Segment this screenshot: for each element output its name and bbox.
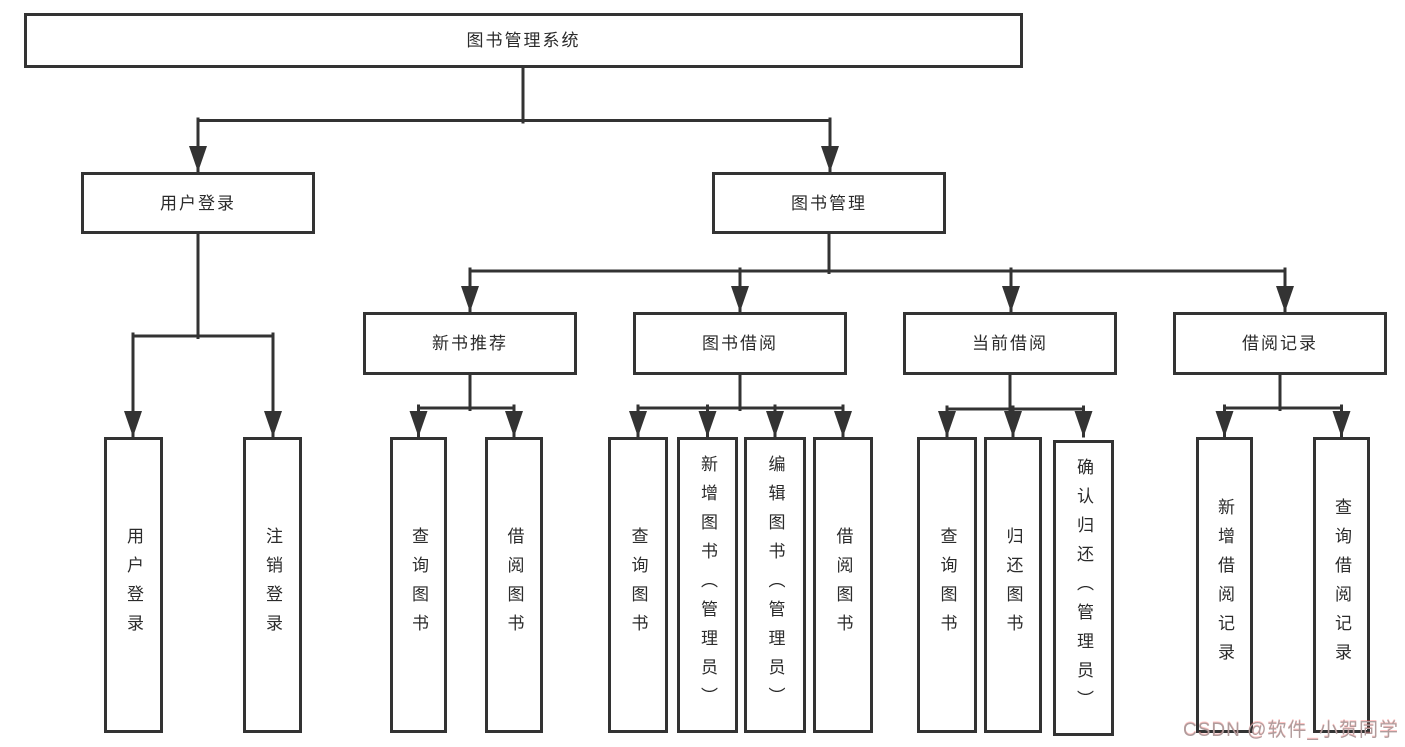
- leaf-label: 确认归还（管理员）: [1074, 457, 1093, 719]
- leaf-borrow-books-recommend: 借阅图书: [485, 437, 543, 733]
- leaf-query-books-current: 查询图书: [917, 437, 977, 733]
- leaf-borrow-books-borrowing: 借阅图书: [813, 437, 873, 733]
- node-book-management-system: 图书管理系统: [24, 13, 1023, 68]
- node-label: 用户登录: [160, 193, 236, 213]
- csdn-watermark: CSDN @软件_小贺同学: [1183, 720, 1399, 741]
- node-label: 新书推荐: [432, 334, 508, 353]
- leaf-label: 新增借阅记录: [1215, 498, 1234, 672]
- leaf-add-books-admin: 新增图书（管理员）: [677, 437, 738, 733]
- node-user-login: 用户登录: [81, 172, 315, 234]
- leaf-confirm-return-admin: 确认归还（管理员）: [1053, 440, 1114, 736]
- leaf-label: 注销登录: [263, 527, 282, 643]
- node-current-borrowing: 当前借阅: [903, 312, 1117, 375]
- leaf-edit-books-admin: 编辑图书（管理员）: [744, 437, 806, 733]
- leaf-label: 查询图书: [409, 527, 428, 643]
- leaf-label: 归还图书: [1003, 527, 1023, 643]
- node-label: 图书借阅: [702, 334, 778, 353]
- leaf-label: 编辑图书（管理员）: [765, 454, 785, 716]
- leaf-label: 新增图书（管理员）: [698, 454, 717, 716]
- node-book-management: 图书管理: [712, 172, 946, 234]
- leaf-user-login: 用户登录: [104, 437, 163, 733]
- leaf-label: 查询图书: [937, 527, 957, 643]
- node-label: 当前借阅: [972, 334, 1048, 353]
- node-label: 图书管理: [791, 193, 867, 213]
- leaf-query-borrow-record: 查询借阅记录: [1313, 437, 1370, 733]
- node-new-book-recommendation: 新书推荐: [363, 312, 577, 375]
- leaf-label: 查询借阅记录: [1332, 498, 1351, 672]
- leaf-label: 借阅图书: [833, 527, 853, 643]
- node-borrowing-records: 借阅记录: [1173, 312, 1387, 375]
- leaf-query-books-recommend: 查询图书: [390, 437, 447, 733]
- leaf-label: 用户登录: [124, 527, 143, 643]
- node-label: 借阅记录: [1242, 334, 1318, 353]
- leaf-label: 借阅图书: [504, 527, 524, 643]
- node-label: 图书管理系统: [466, 31, 581, 50]
- leaf-query-books-borrowing: 查询图书: [608, 437, 668, 733]
- leaf-logout: 注销登录: [243, 437, 302, 733]
- leaf-add-borrow-record: 新增借阅记录: [1196, 437, 1253, 733]
- leaf-return-books: 归还图书: [984, 437, 1042, 733]
- leaf-label: 查询图书: [628, 527, 648, 643]
- node-book-borrowing: 图书借阅: [633, 312, 847, 375]
